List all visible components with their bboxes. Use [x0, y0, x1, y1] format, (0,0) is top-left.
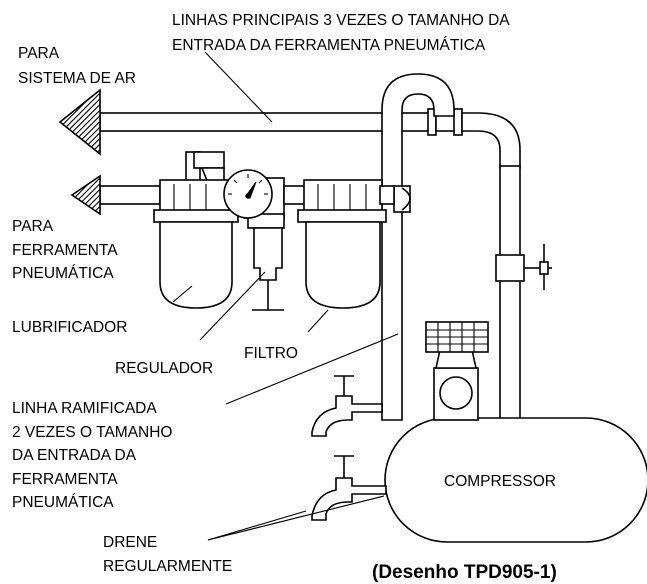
- lubricator-label: LUBRIFICADOR: [12, 319, 127, 336]
- regulator-label: REGULADOR: [115, 360, 213, 377]
- main-riser-pipe: [495, 165, 525, 425]
- branch-drain-valve: [311, 375, 383, 437]
- tank-drain-valve: [311, 455, 387, 521]
- branch-line-label-2: 2 VEZES O TAMANHO: [12, 424, 173, 441]
- branch-line-label-1: LINHA RAMIFICADA: [12, 400, 157, 417]
- lubricator: [153, 151, 239, 309]
- to-tool-label-2: FERRAMENTA: [12, 242, 118, 259]
- drain-label-2: REGULARMENTE: [103, 558, 232, 575]
- drawing-caption: (Desenho TPD905-1): [372, 562, 557, 583]
- pressure-gauge: [223, 169, 273, 219]
- filter-label: FILTRO: [244, 345, 298, 362]
- compressor-label: COMPRESSOR: [444, 473, 556, 490]
- to-tool-label-1: PARA: [12, 218, 54, 235]
- to-air-system-label-1: PARA: [18, 45, 60, 62]
- main-shutoff-valve: [524, 244, 552, 290]
- tool-outlet-arrow: [70, 174, 101, 216]
- filter: [297, 179, 395, 309]
- leader-lines: [172, 51, 399, 541]
- main-air-line: [99, 108, 521, 169]
- main-lines-label-2: ENTRADA DA FERRAMENTA PNEUMÁTICA: [172, 37, 486, 54]
- to-air-system-label-2: SISTEMA DE AR: [18, 70, 136, 87]
- compressor-tank: [384, 417, 647, 543]
- branch-line-label-5: PNEUMÁTICA: [12, 494, 114, 511]
- compressor-pump: [425, 321, 489, 421]
- main-lines-label-1: LINHAS PRINCIPAIS 3 VEZES O TAMANHO DA: [172, 12, 510, 29]
- tool-outlet-pipe: [99, 185, 161, 205]
- branch-line-label-3: DA ENTRADA DA: [12, 447, 137, 464]
- branch-line-label-4: FERRAMENTA: [12, 471, 118, 488]
- to-tool-label-3: PNEUMÁTICA: [12, 265, 114, 282]
- air-system-outlet-arrow: [58, 88, 101, 156]
- drain-label-1: DRENE: [103, 534, 157, 551]
